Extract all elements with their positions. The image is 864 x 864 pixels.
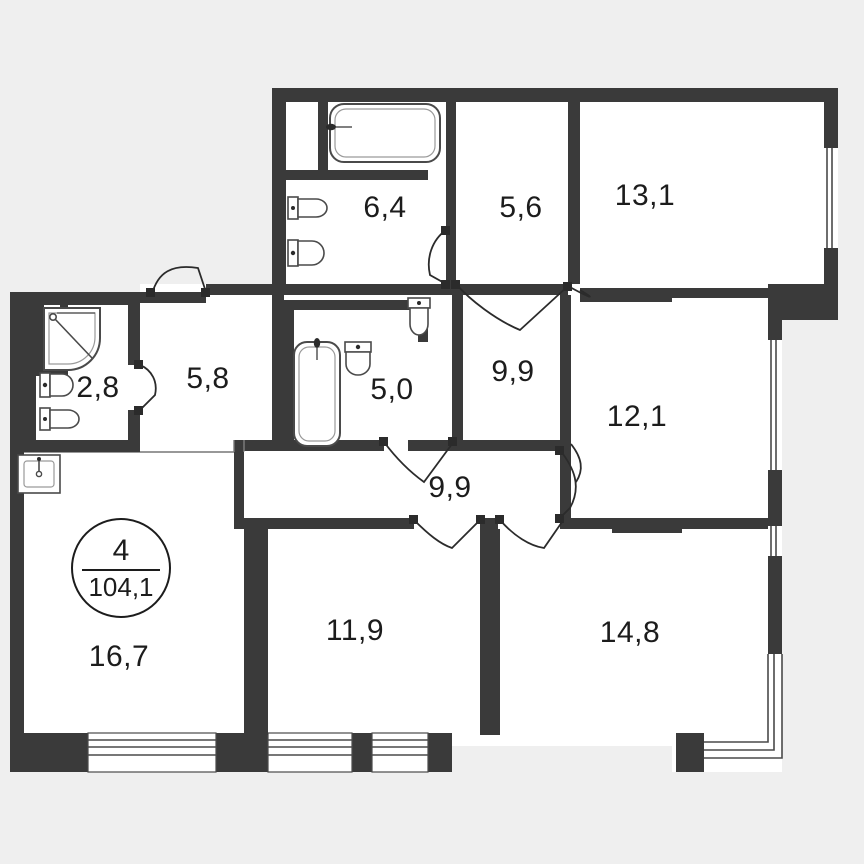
wall-exterior-step-right [768, 284, 838, 320]
room-label-hall-entry: 5,8 [186, 362, 230, 395]
wall-bath-main-partition-h [286, 170, 428, 180]
wall-bath-guest-left-inner [24, 305, 36, 452]
badge-total-area: 104,1 [88, 572, 154, 602]
wall-bedroom-se-top-c [572, 518, 768, 529]
wall-bedroom-ne-bottom [580, 288, 672, 302]
wall-between-bath-and-hall [446, 102, 456, 284]
door-corridor-link [559, 449, 577, 519]
room-label-bath-guest: 2,8 [76, 371, 120, 404]
room-label-bedroom-e: 12,1 [606, 400, 668, 433]
wall-corridor-top-b [408, 440, 463, 451]
wall-hall-entry-right [272, 295, 284, 447]
room-label-corridor-s: 9,9 [428, 471, 472, 504]
door-bedroom-se [499, 519, 563, 549]
window-bedroom-ne [824, 148, 838, 248]
wall-bath-second-left [284, 340, 294, 447]
wall-exterior-right-upper [824, 88, 838, 148]
room-label-bath-main: 6,4 [363, 191, 407, 224]
wall-corridor-top-c [463, 440, 571, 451]
window-bedroom-e-upper [768, 340, 782, 470]
fixtures [17, 103, 441, 494]
room-label-bedroom-s: 11,9 [325, 614, 385, 647]
room-label-hall-north: 5,6 [499, 191, 543, 224]
room-label-corridor-n: 9,9 [491, 355, 535, 388]
door-bedroom-s [413, 519, 481, 550]
window-bedroom-e-lower [768, 526, 782, 556]
exterior-walls [10, 88, 838, 772]
wall-bath-guest-shaft-b [24, 368, 68, 376]
wall-exterior-right-a [768, 320, 782, 340]
wall-hall-north-bottom [446, 284, 568, 295]
wall-bath-main-partition-v [318, 102, 328, 170]
bathtub-second-icon [293, 338, 341, 447]
door-bedroom-ne [567, 285, 591, 298]
wall-bath-second-niche-top [284, 300, 428, 310]
door-hall-north [455, 283, 569, 332]
wall-bath-guest-right-lower [128, 410, 140, 452]
window-living-room [87, 732, 217, 773]
wall-bedroom-se-top-a [480, 518, 498, 529]
window-bedroom-s-a [267, 732, 353, 773]
wall-bath-second-niche-left [284, 310, 294, 340]
washbasin-second-icon [344, 341, 372, 376]
door-bath-second [383, 441, 453, 484]
toilet-main-icon [287, 196, 328, 220]
wall-exterior-right-mid [824, 248, 838, 292]
wall-bath-guest-shaft-a [36, 300, 44, 368]
bathtub-main-icon [326, 103, 441, 163]
wall-bath-main-bottom [286, 284, 446, 295]
wall-exterior-left [10, 292, 24, 746]
wall-exterior-right-c [768, 556, 782, 654]
wall-bath-guest-bottom [24, 440, 140, 452]
wall-bedroom-se-top-thick [612, 525, 682, 533]
balcony-glazing-se [704, 654, 783, 759]
wall-corridor-left [234, 440, 244, 525]
wall-hall-entry-top [206, 284, 286, 295]
wall-between-bedroom-s-and-se [480, 529, 500, 735]
badge-room-count: 4 [112, 534, 130, 567]
windows [87, 148, 838, 773]
room-label-bedroom-se: 14,8 [599, 616, 661, 649]
wall-exterior-top [272, 88, 838, 102]
toilet-guest-icon [39, 407, 80, 431]
door-bath-guest [139, 364, 157, 411]
room-label-living-room: 16,7 [88, 640, 150, 673]
washbasin-guest-icon [39, 372, 74, 398]
wall-between-hall-and-bedroom-ne [568, 102, 580, 284]
wall-bedroom-s-top-a [234, 518, 414, 529]
door-entrance [151, 266, 207, 295]
door-bedroom-e [570, 443, 582, 483]
wall-exterior-bottom-d [428, 733, 452, 772]
wall-exterior-top-west [10, 292, 140, 305]
wall-exterior-bottom-c [352, 733, 372, 772]
wall-bedroom-se-top-b [560, 518, 572, 529]
wall-between-living-and-bedroom-s [244, 525, 268, 735]
door-swings [134, 226, 591, 550]
room-label-bath-second: 5,0 [370, 373, 414, 406]
wall-exterior-bottom-a [10, 733, 88, 772]
wall-entry-top-stub [140, 292, 206, 303]
wall-bath-guest-right-upper [128, 305, 140, 365]
room-label-bedroom-ne: 13,1 [614, 179, 676, 212]
wall-between-corridor-and-bedroom-e [560, 295, 571, 523]
wall-between-bath-second-and-corridor [452, 295, 463, 447]
apartment-summary-badge: 4 104,1 [71, 518, 171, 618]
wall-bedroom-ne-bottom-b [672, 288, 768, 298]
wall-exterior-right-b [768, 470, 782, 526]
wall-exterior-left-upper [272, 88, 286, 288]
wall-exterior-bottom-b [216, 733, 268, 772]
wall-exterior-bottom-e [676, 733, 704, 772]
kitchen-sink-icon [17, 454, 61, 494]
badge-divider [82, 569, 160, 571]
interior-walls [24, 102, 768, 735]
shower-cabin-icon [43, 307, 101, 371]
window-bedroom-s-b [371, 732, 429, 773]
toilet-second-icon [407, 297, 431, 336]
washbasin-main-icon [287, 239, 325, 267]
